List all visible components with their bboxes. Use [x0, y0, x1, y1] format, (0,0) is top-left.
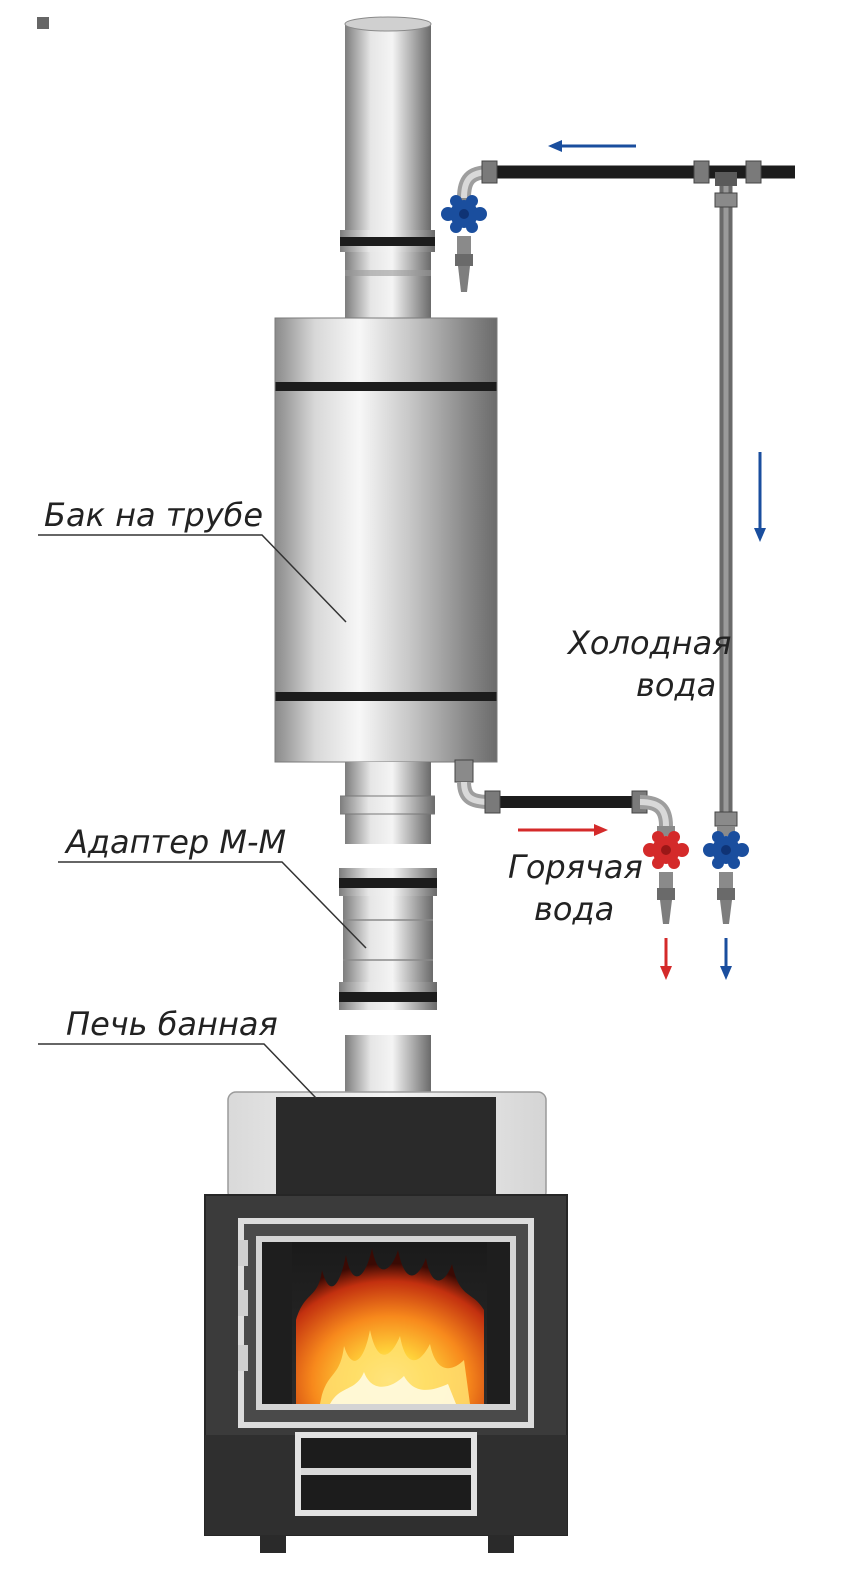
corner-square — [37, 17, 49, 29]
tank-label: Бак на трубе — [44, 496, 263, 534]
adapter-label: Адаптер М-М — [64, 823, 286, 861]
arrow-icon — [754, 452, 766, 542]
tank — [274, 317, 498, 763]
red-valve-icon — [643, 826, 689, 924]
stove — [204, 1035, 568, 1553]
fire-icon — [296, 1248, 484, 1404]
stove-label: Печь банная — [66, 1005, 278, 1043]
hot-water-label-line2: вода — [534, 890, 614, 928]
tank-lower-pipe — [340, 762, 435, 844]
hot-water-piping — [454, 759, 673, 827]
adapter-mm — [339, 868, 437, 1010]
cold-water-label-line1: Холодная — [566, 624, 731, 662]
arrow-icon — [518, 824, 608, 836]
blue-valve-icon — [703, 826, 749, 924]
arrow-icon — [548, 140, 636, 152]
arrow-icon — [720, 938, 732, 980]
tank-callout-line — [38, 534, 347, 623]
cold-water-piping — [457, 160, 795, 828]
blue-valve-icon — [441, 195, 487, 292]
hot-water-label-line1: Горячая — [508, 848, 643, 886]
stove-callout-line — [38, 1043, 317, 1099]
arrow-icon — [660, 938, 672, 980]
adapter-callout-line — [58, 861, 367, 949]
cold-water-label-line2: вода — [636, 666, 716, 704]
chimney-top-pipe — [340, 16, 435, 320]
